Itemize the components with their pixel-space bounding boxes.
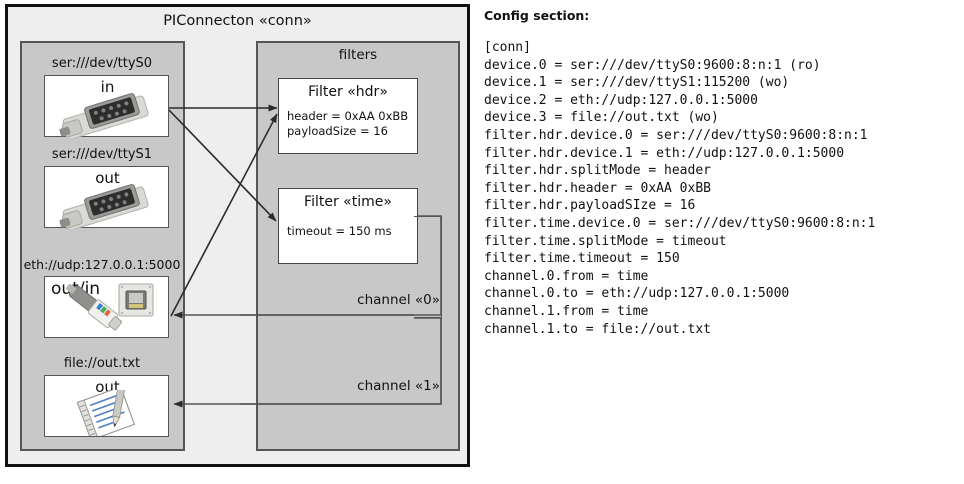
component-title: PIConnecton «conn»: [163, 13, 312, 29]
channel-label-0: channel «0»: [357, 292, 440, 308]
device-box-ttys1[interactable]: out: [44, 166, 169, 229]
device-caption-out-ttys1: out: [95, 169, 120, 187]
edge-channel1-to-file: [173, 318, 442, 408]
serial-connector-icon: [59, 93, 149, 138]
config-heading: Config section:: [484, 8, 590, 23]
config-text: [conn] device.0 = ser:///dev/ttyS0:9600:…: [484, 40, 876, 337]
filter-box-hdr[interactable]: Filter «hdr» header = 0xAA 0xBB payloadS…: [278, 78, 418, 154]
filter-title-time: Filter «time»: [304, 194, 392, 210]
filter-box-time[interactable]: Filter «time» timeout = 150 ms: [278, 188, 418, 264]
filter-attr-timeout: timeout = 150 ms: [287, 224, 392, 238]
filter-attr-header: header = 0xAA 0xBB: [287, 109, 409, 123]
connector-overlay: [168, 104, 442, 408]
edge-eth-to-hdr: [170, 113, 278, 317]
filters-panel-title: filters: [338, 47, 378, 63]
filter-title-hdr: Filter «hdr»: [308, 84, 388, 100]
filter-attr-payloadsize: payloadSize = 16: [287, 124, 388, 138]
edge-ttys0-to-time: [168, 109, 277, 222]
device-caption-in: in: [100, 78, 115, 96]
edge-channel0-to-eth: [173, 215, 442, 319]
device-label-ttys1: ser:///dev/ttyS1: [51, 147, 153, 162]
device-label-file: file://out.txt: [63, 356, 141, 371]
device-box-ttys0[interactable]: in: [44, 75, 169, 138]
device-label-eth: eth://udp:127.0.0.1:5000: [23, 257, 181, 272]
device-box-file[interactable]: out: [44, 375, 169, 437]
ethernet-jack-icon: [66, 283, 154, 331]
device-label-ttys0: ser:///dev/ttyS0: [51, 56, 153, 71]
config-section: Config section: [conn] device.0 = ser://…: [484, 8, 960, 388]
serial-connector-icon: [59, 184, 149, 229]
device-box-eth[interactable]: out/in: [44, 276, 169, 338]
channel-group-1-outline: [240, 317, 442, 405]
channel-label-1: channel «1»: [357, 378, 440, 394]
text-document-pencil-icon: [76, 390, 136, 436]
